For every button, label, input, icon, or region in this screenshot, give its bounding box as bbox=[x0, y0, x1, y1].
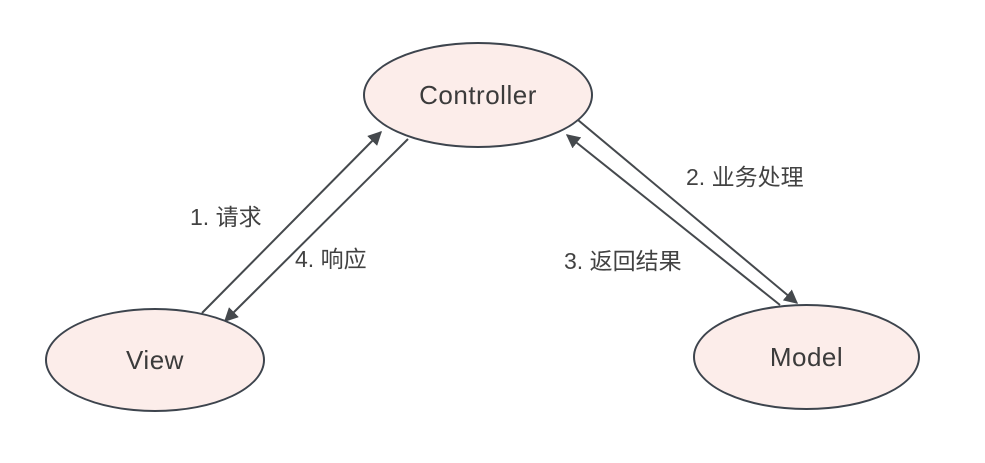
node-model[interactable]: Model bbox=[693, 304, 920, 410]
edge-business-arrow bbox=[577, 119, 799, 304]
edge-label-result: 3. 返回结果 bbox=[564, 248, 682, 274]
edge-label-request: 1. 请求 bbox=[190, 204, 262, 230]
node-view-label: View bbox=[126, 344, 184, 375]
node-view[interactable]: View bbox=[45, 308, 265, 412]
node-model-label: Model bbox=[769, 341, 844, 372]
edge-request-arrow bbox=[201, 131, 382, 314]
edge-label-response: 4. 响应 bbox=[295, 246, 367, 272]
node-controller-label: Controller bbox=[419, 79, 537, 110]
node-controller[interactable]: Controller bbox=[363, 42, 593, 148]
edge-result-arrow bbox=[565, 134, 781, 306]
edge-response-arrow bbox=[224, 138, 409, 322]
edge-label-business: 2. 业务处理 bbox=[686, 164, 804, 190]
